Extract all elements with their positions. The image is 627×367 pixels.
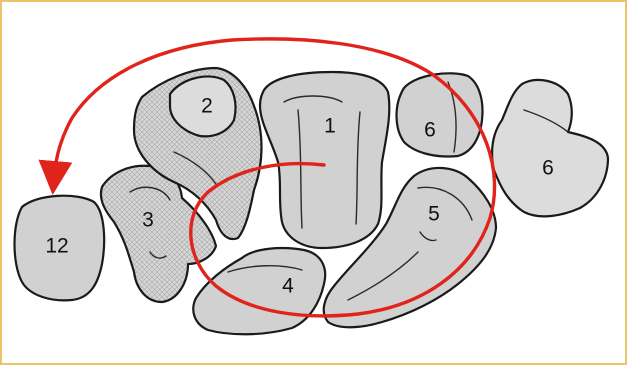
bone-3-label: 3	[142, 209, 154, 232]
bone-4-label: 4	[282, 275, 294, 298]
bone-12: 12	[15, 196, 105, 301]
bone-4: 4	[193, 248, 325, 334]
bone-6-right: 6	[492, 80, 608, 216]
bone-6-right-label: 6	[542, 157, 554, 180]
bone-1: 1	[260, 72, 389, 248]
bone-2-label: 2	[201, 95, 213, 118]
bone-5-label: 5	[428, 203, 440, 226]
bone-12-label: 12	[45, 235, 68, 258]
bone-6-left: 6	[397, 73, 483, 156]
bone-6-left-label: 6	[424, 119, 436, 142]
bone-1-label: 1	[324, 115, 336, 138]
